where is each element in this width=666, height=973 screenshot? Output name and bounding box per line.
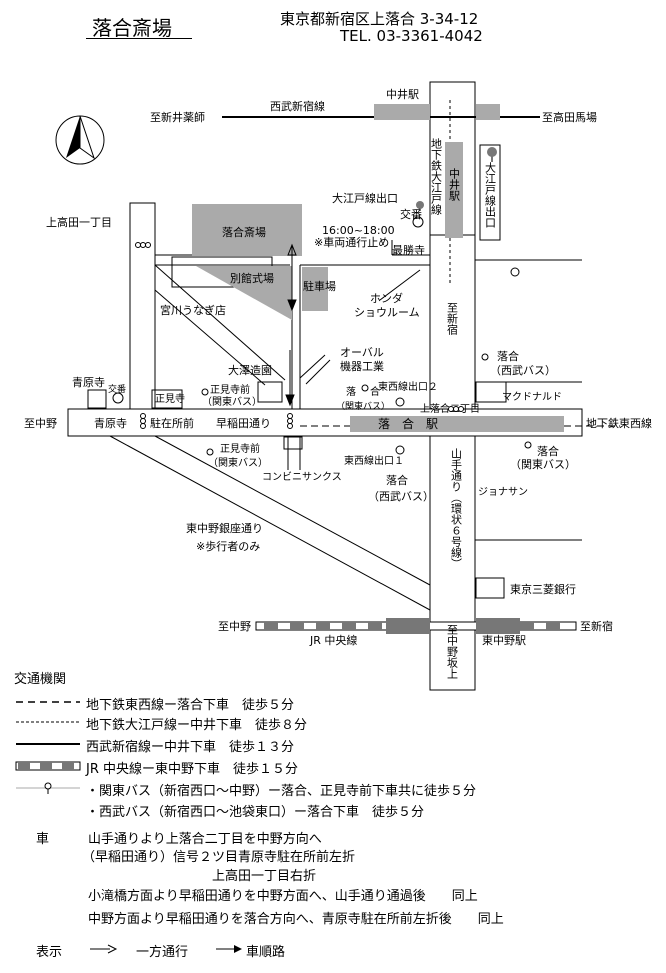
car-line-2: （早稲田通り）信号２ツ目青原寺駐在所前左折 [82, 850, 356, 865]
seibu-bus-label: （西武バス） [490, 364, 556, 377]
showroom-label: ショウルーム [354, 306, 420, 319]
to-nakano2-label: 至中野 [218, 620, 251, 633]
saijo-label: 落合斎場 [222, 225, 266, 239]
one-way-label: 一方通行 [136, 945, 189, 960]
mcdonalds-label: マクドナルド [502, 391, 562, 403]
oedo-exit-label: 大江戸線出口 [332, 191, 398, 205]
bus-stop-icon [16, 782, 80, 794]
route-label: 車順路 [246, 945, 286, 960]
seibu-b-label: （西武バス） [368, 490, 434, 503]
koban2-label: 交番 [108, 383, 126, 395]
legend-text: 地下鉄東西線ー落合下車 徒歩５分 [86, 698, 295, 713]
ochiai-bus-label: 落 [346, 386, 356, 398]
jr-chuo-label: JR 中央線 [309, 633, 357, 647]
oosawa-label: 大澤造園 [228, 363, 272, 377]
pedestrian-label: ※歩行者のみ [196, 539, 260, 553]
saishoji-label: 最勝寺 [392, 243, 425, 257]
parking-label: 駐車場 [303, 279, 336, 293]
route-arrow-icon [216, 945, 242, 953]
map-canvas: 中井駅 西武新宿線 至新井薬師 至高田馬場 大江戸線出口 交番 上高田一丁目 落… [24, 81, 652, 691]
kanto-b-label: （関東バス） [510, 458, 576, 471]
honda-label: ホンダ [370, 291, 403, 305]
car-line-1: 山手通りより上落合二丁目を中野方向へ [88, 832, 322, 847]
legend-text: ・西武バス（新宿西口～池袋東口）ー落合下車 徒歩５分 [86, 805, 425, 820]
venue-title: 落合斎場 [92, 16, 172, 40]
oedo-exit-vlabel: 大江戸線出口 [484, 161, 497, 228]
legend-text: 西武新宿線ー中井下車 徒歩１３分 [86, 740, 295, 755]
ochiai-station-label: 落 合 駅 [378, 416, 438, 431]
legend-text: JR 中央線ー東中野下車 徒歩１５分 [86, 762, 298, 777]
yamate-vlabel: 山手通り（環状６号線） [450, 448, 463, 569]
ochiai-seibu-b-label: 落合 [386, 473, 408, 487]
display-label: 表示 [36, 945, 63, 960]
tozai-exit2-label: 東西線出口２ [378, 380, 438, 393]
car-line-3: 上高田一丁目右折 [212, 869, 317, 884]
one-way-arrow-icon [90, 944, 118, 954]
tozai-exit1-label: 東西線出口１ [344, 454, 404, 467]
legend-heading: 交通機関 [14, 672, 67, 687]
title-underline [86, 38, 192, 39]
chuzaisho-label: 駐在所前 [150, 416, 194, 430]
venue-address: 東京都新宿区上落合 3-34-12 [280, 10, 479, 28]
kamiochiai2-label: 上落合二丁目 [420, 402, 480, 415]
ochiai-kanto-b-label: 落合 [537, 444, 559, 458]
oedo-subway-vlabel: 地下鉄大江戸線 [430, 138, 443, 215]
shokenji-mae-label: 正見寺前 [210, 383, 250, 396]
oval2-label: 機器工業 [340, 359, 384, 373]
car-line-4: 小滝橋方面より早稲田通りを中野方面へ、山手通り通過後 同上 [88, 889, 478, 904]
ochiai-bus2-label: 合 [370, 385, 380, 398]
no-vehicle-label: ※車両通行止め [314, 235, 389, 249]
shokenji-label: 正見寺 [155, 393, 185, 405]
tokyo-mitsubishi-label: 東京三菱銀行 [510, 582, 576, 596]
nakai-station-label: 中井駅 [386, 87, 419, 101]
conv-label: コンビニサンクス [262, 471, 342, 483]
north-arrow-icon [55, 115, 105, 165]
car-line-5: 中野方面より早稲田通りを落合方向へ、青原寺駐在所前左折後 同上 [88, 912, 504, 927]
bekkan-label: 別館式場 [230, 271, 274, 285]
tozai-subway-label: 地下鉄東西線 [586, 416, 652, 430]
to-shinjuku-vlabel: 至新宿 [446, 302, 459, 335]
kanto-bus-label: （関東バス） [202, 395, 262, 408]
kamitakada-label: 上高田一丁目 [46, 215, 112, 229]
waseda-label: 早稲田通り [216, 417, 271, 430]
car-label: 車 [36, 832, 50, 847]
venue-tel: TEL. 03-3361-4042 [340, 27, 483, 45]
nakai-station-vlabel: 中井駅 [448, 168, 461, 202]
ochiai-seibu-label: 落合 [497, 349, 519, 363]
seibu-line-label: 西武新宿線 [270, 99, 325, 113]
to-shinjuku2-label: 至新宿 [580, 619, 613, 633]
time-window-label: 16:00~18:00 [322, 224, 395, 237]
koban-label: 交番 [400, 207, 422, 221]
legend-text: ・関東バス（新宿西口～中野）ー落合、正見寺前下車共に徒歩５分 [86, 784, 477, 799]
to-shin-araiyakushi-label: 至新井薬師 [150, 110, 205, 124]
oval-label: オーバル [340, 346, 384, 359]
to-takadanobaba-label: 至高田馬場 [542, 110, 597, 124]
higashinakano-ginza-label: 東中野銀座通り [186, 521, 263, 535]
shokenji-mae2-label: 正見寺前 [220, 442, 260, 455]
miyagawa-label: 宮川うなぎ店 [160, 303, 226, 317]
to-nakanosakaue-vlabel: 至中野坂上 [446, 624, 459, 679]
aoharaji-top-label: 青原寺 [72, 376, 105, 389]
to-nakano-label: 至中野 [24, 417, 57, 430]
kanto-bus2-label: （関東バス） [208, 456, 268, 469]
jonathan-label: ジョナサン [478, 486, 528, 498]
legend-text: 地下鉄大江戸線ー中井下車 徒歩８分 [86, 718, 308, 733]
aoharaji-label: 青原寺 [94, 417, 127, 430]
kanto-bus-small-label: （関東バス） [336, 400, 390, 412]
higashinakano-label: 東中野駅 [482, 634, 526, 647]
